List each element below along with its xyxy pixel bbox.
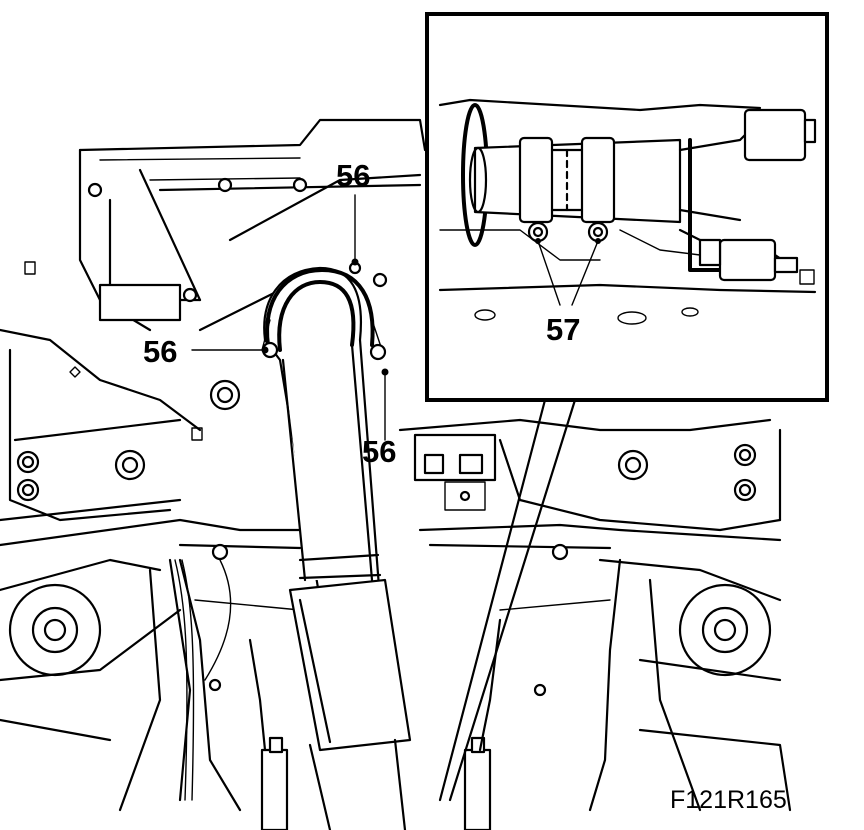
subframe-drawing — [0, 118, 792, 830]
callout-56-left: 56 — [143, 334, 177, 369]
inset-detail — [425, 12, 829, 802]
leader-lines — [191, 194, 389, 441]
callout-56-right: 56 — [362, 434, 396, 469]
clamp-bolt-right — [369, 343, 387, 361]
callout-56-top: 56 — [336, 158, 370, 193]
clamp-bolts — [261, 261, 388, 361]
figure-code: F121R165 — [670, 786, 787, 814]
exhaust-pipe — [261, 266, 412, 830]
callout-57: 57 — [546, 312, 580, 347]
